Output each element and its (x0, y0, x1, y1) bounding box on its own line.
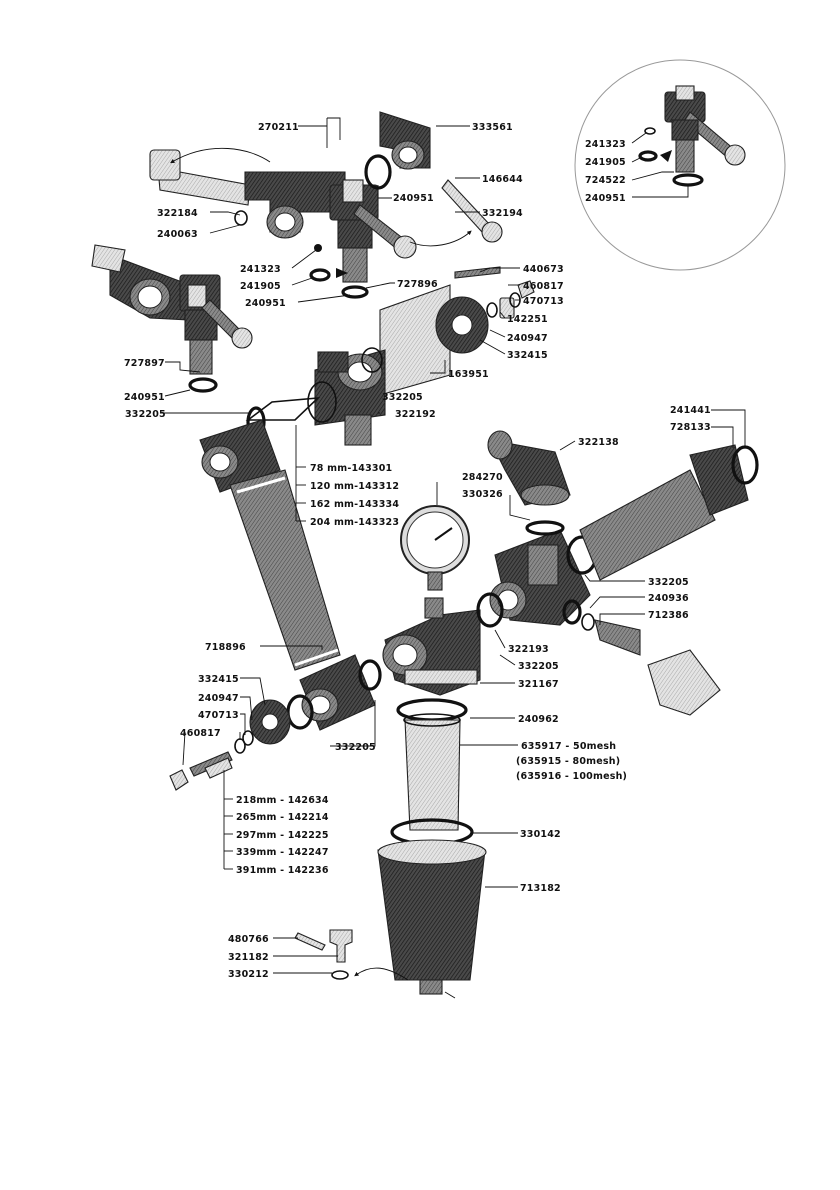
drain-plug-parts (294, 929, 353, 980)
label-330326: 330326 (462, 489, 503, 500)
label-284270: 284270 (462, 472, 503, 483)
o-ring-240951-b (341, 285, 369, 299)
label-718896: 718896 (205, 642, 246, 653)
label-mesh-80: (635915 - 80mesh) (516, 756, 620, 767)
label-713182: 713182 (520, 883, 561, 894)
label-146644: 146644 (482, 174, 523, 185)
label-240951-detail: 240951 (585, 193, 626, 204)
label-rod-142214: 265mm - 142214 (236, 812, 329, 823)
label-727897: 727897 (124, 358, 165, 369)
label-len-143312: 120 mm-143312 (310, 481, 399, 492)
label-322192: 322192 (395, 409, 436, 420)
label-241441: 241441 (670, 405, 711, 416)
label-142251: 142251 (507, 314, 548, 325)
label-len-143323: 204 mm-143323 (310, 517, 399, 528)
label-rod-142634: 218mm - 142634 (236, 795, 329, 806)
label-724522: 724522 (585, 175, 626, 186)
label-332205-tee: 332205 (382, 392, 423, 403)
label-240962: 240962 (518, 714, 559, 725)
label-470713-top: 470713 (523, 296, 564, 307)
label-240951-left: 240951 (124, 392, 165, 403)
seal-241905 (309, 268, 331, 282)
part-labels: 270211 333561 240951 146644 332194 32218… (124, 122, 711, 980)
upper-valve-assembly (149, 111, 503, 283)
label-440673: 440673 (523, 264, 564, 275)
label-332205-right: 332205 (648, 577, 689, 588)
label-470713-bottom: 470713 (198, 710, 239, 721)
label-332205-bottom: 332205 (335, 742, 376, 753)
left-valve-assembly (91, 244, 253, 375)
ring-240063 (234, 210, 248, 226)
label-322184: 322184 (157, 208, 198, 219)
left-hose-718896 (199, 419, 341, 671)
label-240951-b: 240951 (245, 298, 286, 309)
label-460817-top: 460817 (523, 281, 564, 292)
label-len-143334: 162 mm-143334 (310, 499, 399, 510)
label-332205-mid: 332205 (518, 661, 559, 672)
detail-circle (574, 59, 786, 271)
label-321167: 321167 (518, 679, 559, 690)
label-241323-detail: 241323 (585, 139, 626, 150)
label-332194: 332194 (482, 208, 523, 219)
label-241905-detail: 241905 (585, 157, 626, 168)
tee-and-bracket (307, 266, 535, 446)
label-240936: 240936 (648, 593, 689, 604)
lower-left-elbow (286, 654, 382, 731)
label-241905-main: 241905 (240, 281, 281, 292)
label-332415-top: 332415 (507, 350, 548, 361)
label-460817-bottom: 460817 (180, 728, 221, 739)
label-321182: 321182 (228, 952, 269, 963)
label-240947-bottom: 240947 (198, 693, 239, 704)
frame-rod-143301 (245, 397, 321, 421)
leader-lines (160, 125, 746, 974)
label-322193: 322193 (508, 644, 549, 655)
drain-valve-712386 (562, 599, 721, 716)
label-270211: 270211 (258, 122, 299, 133)
label-333561: 333561 (472, 122, 513, 133)
label-mesh-50: 635917 - 50mesh (521, 741, 616, 752)
label-mesh-100: (635916 - 100mesh) (516, 771, 627, 782)
right-hose-728133 (579, 444, 759, 581)
o-ring-240951-top (364, 154, 392, 190)
rod-142634 (204, 757, 233, 779)
label-240063: 240063 (157, 229, 198, 240)
filter-head (382, 597, 481, 722)
label-rod-142247: 339mm - 142247 (236, 847, 329, 858)
filter-screen-635917 (390, 713, 474, 846)
label-rod-142236: 391mm - 142236 (236, 865, 329, 876)
detail-valve-part (664, 85, 746, 187)
label-332415-bottom: 332415 (198, 674, 239, 685)
label-330142: 330142 (520, 829, 561, 840)
label-728133: 728133 (670, 422, 711, 433)
label-330212: 330212 (228, 969, 269, 980)
pressure-gauge-284270 (400, 505, 470, 591)
label-241323-main: 241323 (240, 264, 281, 275)
elbow-322138 (487, 430, 571, 536)
label-712386: 712386 (648, 610, 689, 621)
filter-bowl-713182 (377, 839, 487, 999)
label-len-143301: 78 mm-143301 (310, 463, 392, 474)
right-tee-322193 (476, 529, 598, 628)
label-480766: 480766 (228, 934, 269, 945)
lower-left-endcap (169, 699, 291, 791)
label-322138: 322138 (578, 437, 619, 448)
label-332205-left: 332205 (125, 409, 166, 420)
label-240947-top: 240947 (507, 333, 548, 344)
label-727896: 727896 (397, 279, 438, 290)
label-163951: 163951 (448, 369, 489, 380)
label-rod-142225: 297mm - 142225 (236, 830, 329, 841)
label-240951-top: 240951 (393, 193, 434, 204)
o-ring-240951-left (188, 377, 218, 393)
